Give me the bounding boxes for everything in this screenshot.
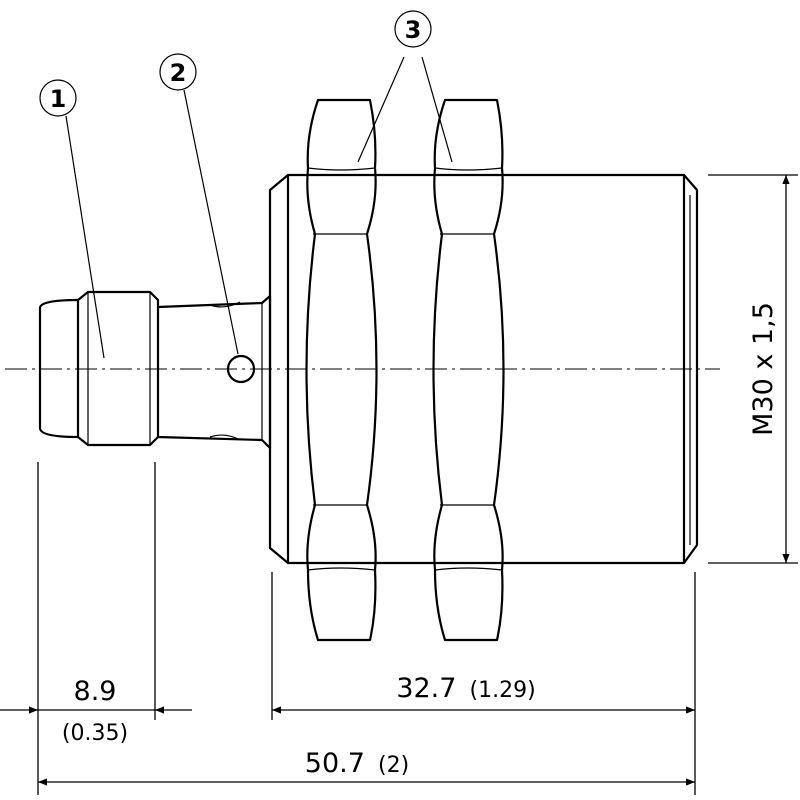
nut-1: [305, 98, 378, 642]
svg-text:32.7 (1.29): 32.7 (1.29): [396, 673, 535, 704]
thread-label: M30 x 1,5: [748, 302, 779, 436]
callout-1: 1: [39, 79, 105, 359]
svg-text:1: 1: [50, 85, 67, 113]
dim-32-7-value: 32.7: [396, 673, 456, 704]
dimension-connector-length: 8.9 (0.35): [0, 676, 192, 746]
dimension-total-length: 50.7 (2): [38, 748, 695, 786]
svg-text:3: 3: [405, 16, 422, 44]
svg-text:50.7 (2): 50.7 (2): [305, 748, 409, 779]
connector-shaft: [157, 294, 272, 450]
dim-32-7-inch: (1.29): [470, 678, 536, 703]
nut-2: [432, 98, 505, 642]
dim-50-7-value: 50.7: [305, 748, 365, 779]
svg-text:2: 2: [170, 59, 187, 87]
dimension-thread: M30 x 1,5: [748, 175, 790, 563]
dim-8-9-inch: (0.35): [62, 721, 128, 746]
dimension-body-length: 32.7 (1.29): [272, 673, 695, 714]
dim-50-7-inch: (2): [378, 753, 409, 778]
dim-8-9-value: 8.9: [74, 676, 117, 707]
callout-3: 3: [357, 10, 453, 163]
callout-2: 2: [159, 53, 239, 355]
